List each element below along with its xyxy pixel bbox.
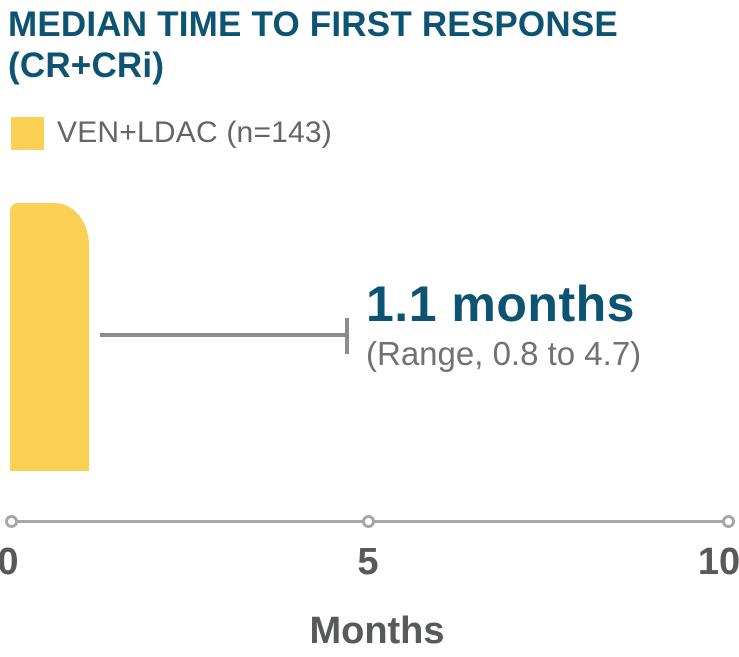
legend: VEN+LDAC (n=143) bbox=[11, 116, 332, 150]
axis-marker-10-icon bbox=[722, 515, 735, 528]
x-axis-label: Months bbox=[309, 610, 445, 652]
legend-swatch bbox=[11, 116, 44, 150]
axis-marker-0-icon bbox=[5, 515, 18, 528]
x-tick-10: 10 bbox=[697, 541, 739, 583]
range-whisker-line bbox=[99, 333, 346, 337]
median-value: 1.1 months bbox=[366, 276, 635, 332]
chart-title-line1: MEDIAN TIME TO FIRST RESPONSE bbox=[8, 5, 618, 44]
range-whisker-cap bbox=[345, 318, 350, 354]
legend-label: VEN+LDAC (n=143) bbox=[57, 116, 333, 149]
axis-marker-5-icon bbox=[362, 515, 375, 528]
x-tick-0: 0 bbox=[0, 541, 19, 583]
x-tick-5: 5 bbox=[357, 541, 379, 583]
ven-ldac-bar bbox=[10, 203, 89, 471]
median-range: (Range, 0.8 to 4.7) bbox=[366, 335, 642, 372]
median-annotation: 1.1 months (Range, 0.8 to 4.7) bbox=[366, 278, 641, 372]
chart-title: MEDIAN TIME TO FIRST RESPONSE (CR+CRi) bbox=[8, 4, 618, 86]
chart-title-line2: (CR+CRi) bbox=[8, 46, 165, 85]
